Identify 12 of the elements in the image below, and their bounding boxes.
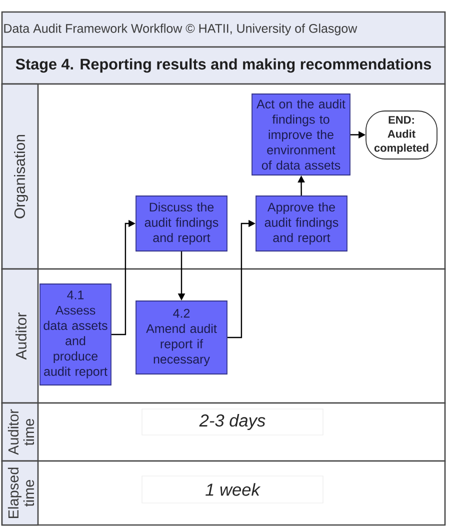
process-box: 4.1 Assess data assets and produce audit report <box>40 284 112 386</box>
lane-label: Elapsed time <box>1 460 39 526</box>
credit-bar: Data Audit Framework Workflow © HATII, University of Glasgow <box>1 11 446 48</box>
duration-box: 1 week <box>142 476 324 504</box>
lane-label: Auditor time <box>1 402 39 462</box>
terminal-box: END: Audit completed <box>366 110 438 160</box>
process-box: Discuss the audit findings and report <box>136 196 228 252</box>
duration-box: 2-3 days <box>142 408 324 436</box>
process-box: Act on the audit findings to improve the environment of data assets <box>252 94 350 176</box>
process-box: Approve the audit findings and report <box>256 196 348 252</box>
lane-label: Organisation <box>1 83 39 270</box>
process-box: 4.2 Amend audit report if necessary <box>136 300 228 374</box>
